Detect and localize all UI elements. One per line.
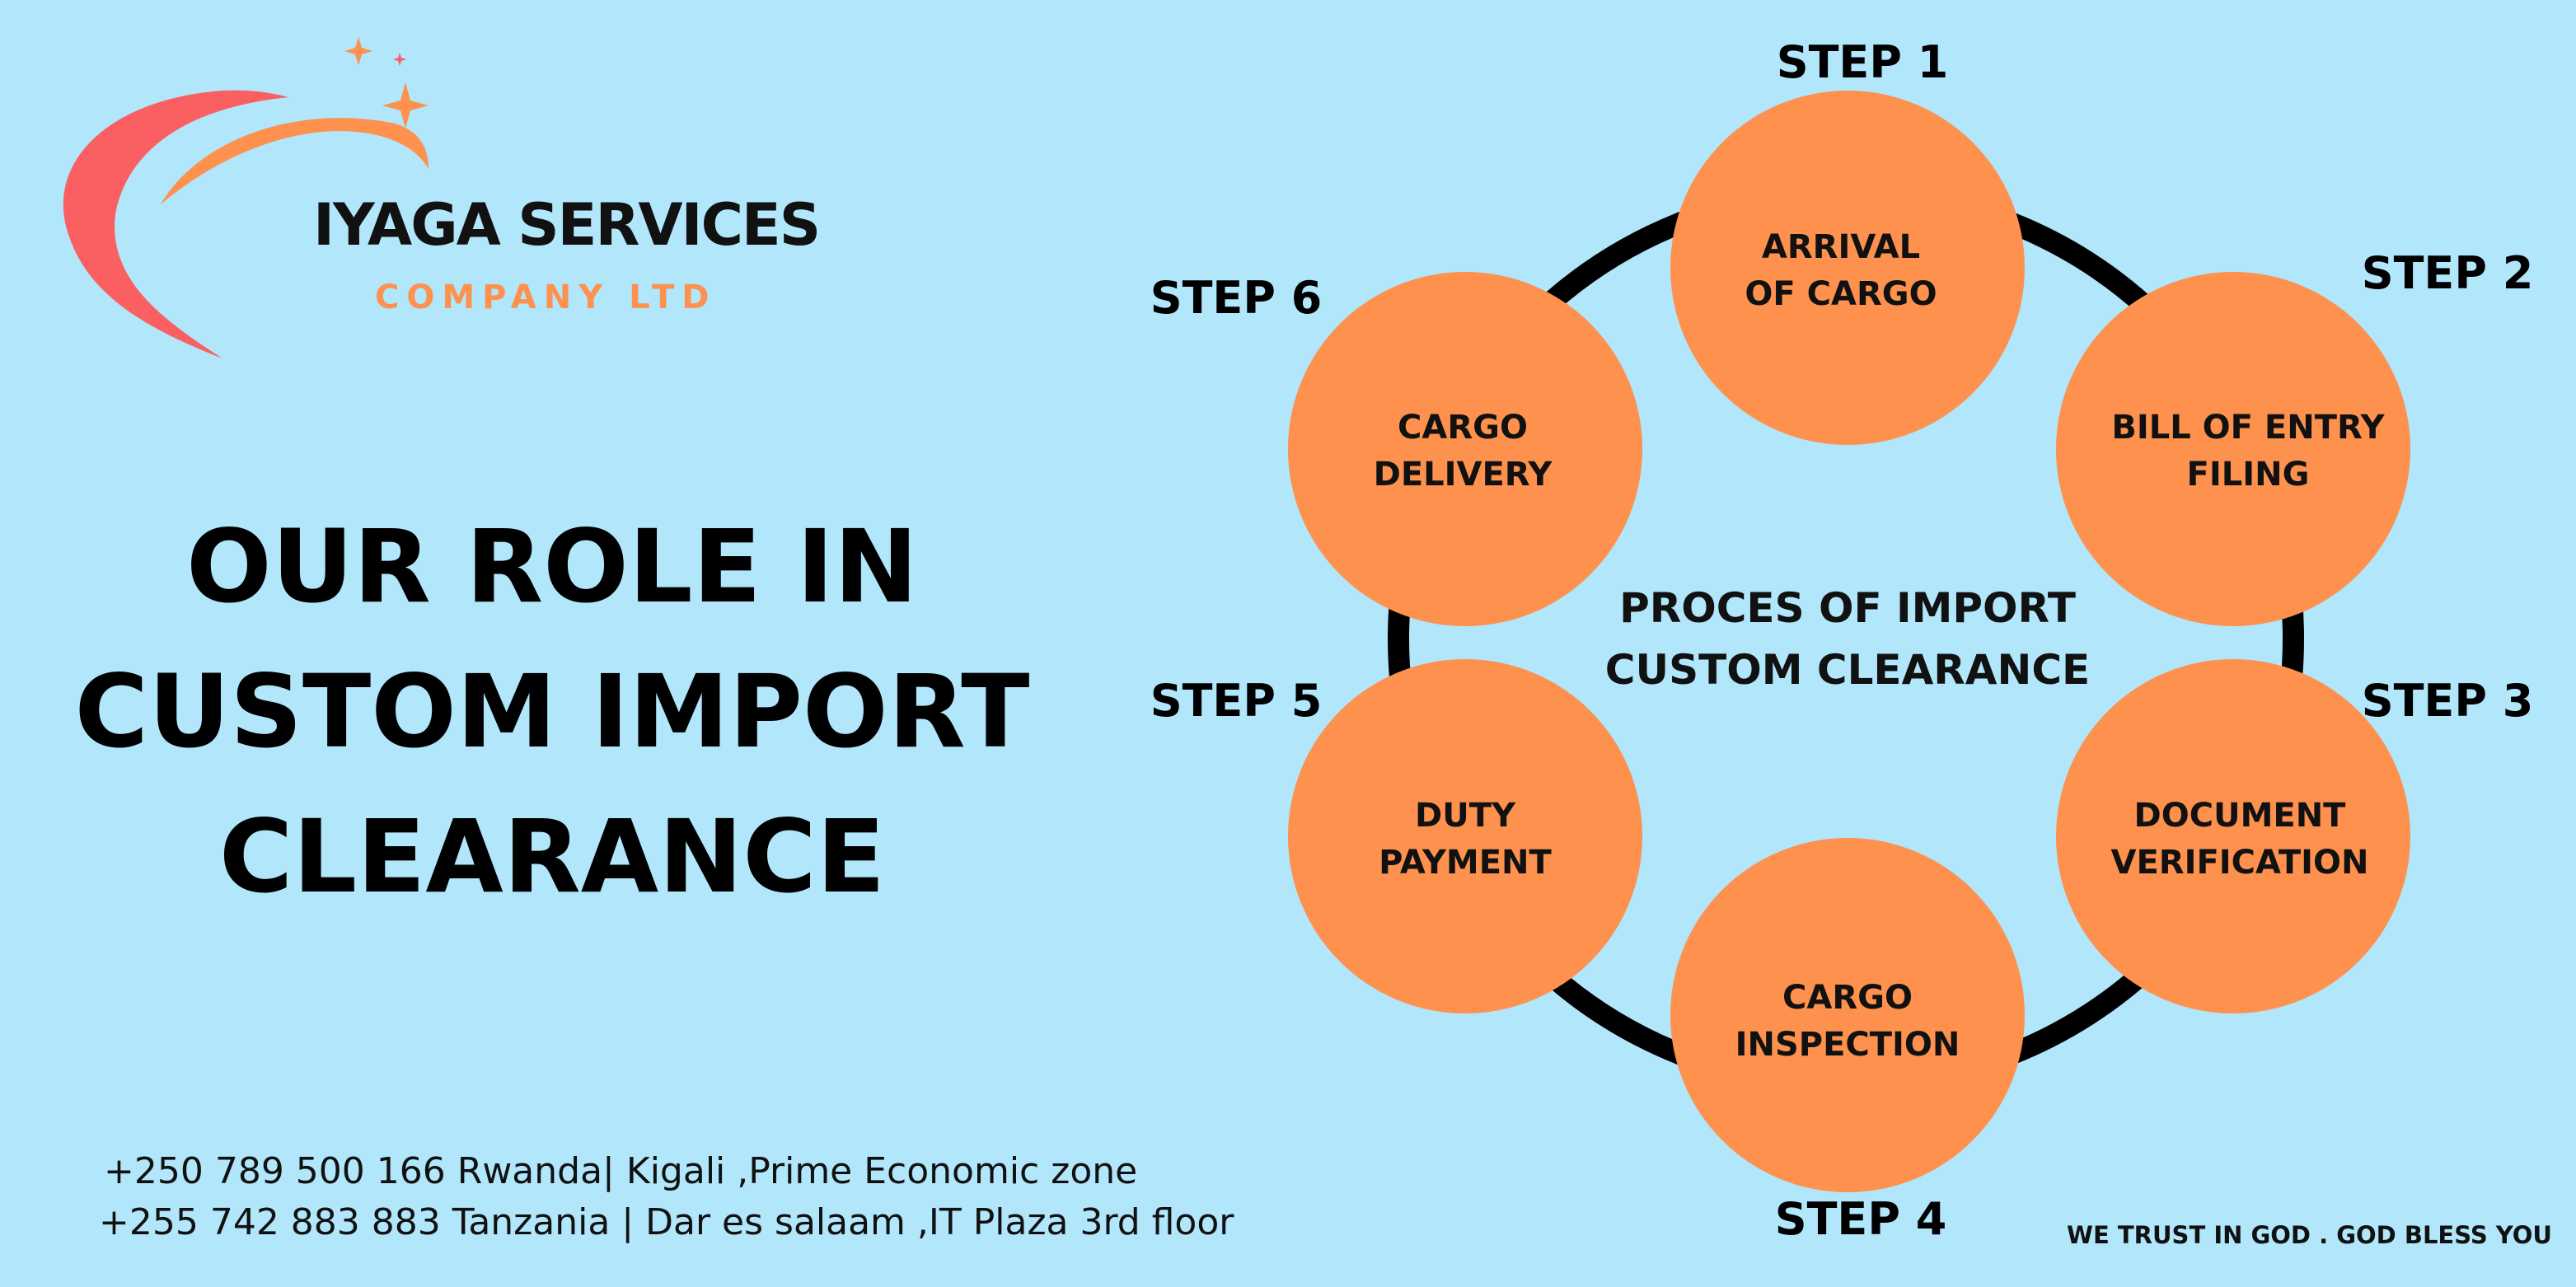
- headline-line-1: OUR ROLE IN: [186, 508, 918, 625]
- step-4-title-line-1: CARGO: [1782, 979, 1913, 1017]
- page-headline: OUR ROLE IN CUSTOM IMPORT CLEARANCE: [49, 494, 1055, 929]
- step-6-title-line-1: CARGO: [1398, 409, 1528, 447]
- step-6-title-line-2: DELIVERY: [1374, 456, 1553, 494]
- sparkle-medium-icon: [344, 37, 372, 65]
- step-3-label: STEP 3: [2362, 675, 2534, 727]
- sparkle-large-icon: [382, 82, 429, 129]
- step-2-label: STEP 2: [2362, 247, 2534, 299]
- step-6-circle: [1288, 272, 1642, 626]
- company-logo: [63, 37, 429, 359]
- step-1-circle: [1670, 91, 2025, 445]
- footer-tagline: WE TRUST IN GOD . GOD BLESS YOU: [2067, 1221, 2552, 1249]
- step-4-title-line-2: INSPECTION: [1735, 1026, 1960, 1064]
- step-5-node: DUTY PAYMENT: [1288, 659, 1642, 1013]
- step-6-label: STEP 6: [1150, 272, 1323, 324]
- step-2-circle: [2056, 272, 2410, 626]
- diagram-center-line-2: CUSTOM CLEARANCE: [1605, 646, 2090, 694]
- step-4-label: STEP 4: [1775, 1193, 1947, 1245]
- headline-line-3: CLEARANCE: [218, 798, 886, 915]
- step-3-title-line-1: DOCUMENT: [2134, 797, 2347, 835]
- step-2-title-line-1: BILL OF ENTRY: [2111, 409, 2385, 447]
- company-name: IYAGA SERVICES: [313, 191, 821, 259]
- step-5-label: STEP 5: [1150, 675, 1323, 727]
- contact-rwanda: +250 789 500 166 Rwanda| Kigali ,Prime E…: [104, 1150, 1138, 1192]
- step-5-circle: [1288, 659, 1642, 1013]
- company-subtitle: COMPANY LTD: [375, 278, 717, 316]
- sparkle-small-icon: [393, 53, 406, 66]
- logo-swoosh-outer: [63, 90, 289, 359]
- step-4-node: CARGO INSPECTION: [1670, 838, 2025, 1192]
- step-1-node: ARRIVAL OF CARGO: [1670, 91, 2025, 445]
- step-5-title-line-2: PAYMENT: [1379, 844, 1552, 882]
- step-2-node: BILL OF ENTRY FILING: [2056, 272, 2410, 626]
- logo-swoosh-inner: [161, 118, 429, 204]
- step-1-label: STEP 1: [1777, 36, 1949, 88]
- step-6-node: CARGO DELIVERY: [1288, 272, 1642, 626]
- step-5-title-line-1: DUTY: [1415, 797, 1516, 835]
- step-3-title-line-2: VERIFICATION: [2110, 844, 2368, 882]
- diagram-center-line-1: PROCES OF IMPORT: [1619, 584, 2076, 632]
- step-3-node: DOCUMENT VERIFICATION: [2056, 659, 2410, 1013]
- headline-line-2: CUSTOM IMPORT: [74, 653, 1030, 770]
- step-4-circle: [1670, 838, 2025, 1192]
- step-1-title-line-2: OF CARGO: [1745, 275, 1937, 313]
- step-3-circle: [2056, 659, 2410, 1013]
- contact-tanzania: +255 742 883 883 Tanzania | Dar es salaa…: [99, 1201, 1234, 1243]
- step-1-title-line-1: ARRIVAL: [1762, 228, 1920, 266]
- step-2-title-line-2: FILING: [2187, 456, 2310, 494]
